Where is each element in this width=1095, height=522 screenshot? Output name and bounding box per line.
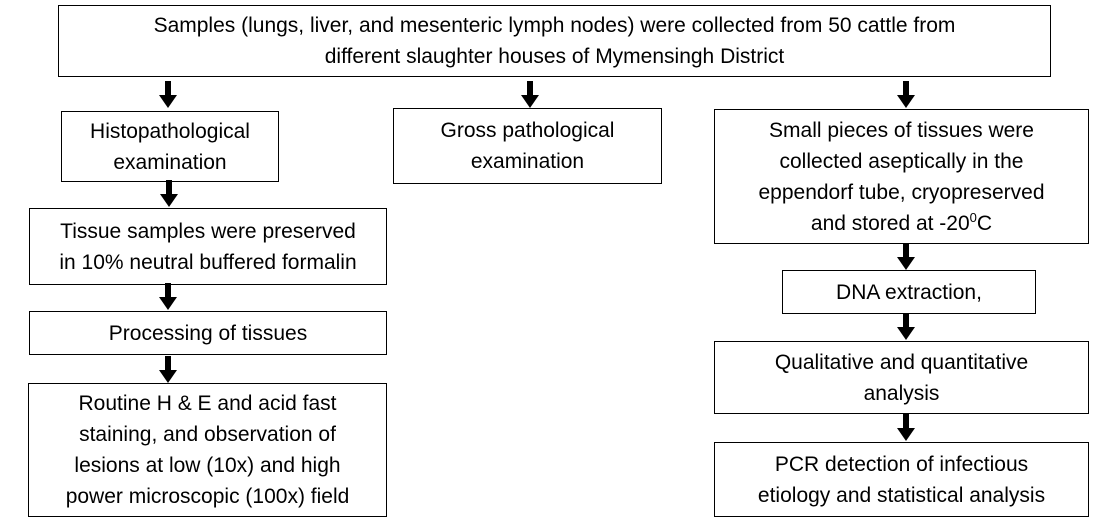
tissue-preserved-box: Tissue samples were preserved in 10% neu…: [29, 208, 387, 285]
pcr-detection-box: PCR detection of infectious etiology and…: [714, 442, 1089, 517]
arrow-down-icon: [896, 243, 916, 271]
arrow-down-icon: [896, 414, 916, 442]
small-pieces-line-1: Small pieces of tissues were: [769, 118, 1034, 142]
gross-pathological-examination-box: Gross pathological examination: [393, 108, 662, 184]
arrow-down-icon: [158, 356, 178, 384]
arrow-down-icon: [158, 81, 178, 109]
pcr-line-2: etiology and statistical analysis: [757, 483, 1046, 507]
arrow-down-icon: [896, 81, 916, 109]
staining-line-3: lesions at low (10x) and high: [74, 454, 341, 477]
arrow-down-icon: [159, 180, 179, 208]
qualitative-quantitative-box: Qualitative and quantitative analysis: [714, 341, 1089, 414]
small-pieces-line-4-text: and stored at -20: [810, 211, 970, 235]
tissue-preserved-line-2: in 10% neutral buffered formalin: [59, 250, 357, 274]
staining-line-4: power microscopic (100x) field: [65, 485, 350, 508]
dna-extraction-line-1: DNA extraction,: [836, 280, 982, 304]
small-pieces-line-4-unit: C: [976, 211, 993, 235]
processing-tissues-line-1: Processing of tissues: [108, 321, 308, 345]
dna-extraction-box: DNA extraction,: [782, 270, 1036, 314]
arrow-down-icon: [896, 313, 916, 341]
top-box-line-2: different slaughter houses of Mymensingh…: [324, 45, 785, 68]
processing-tissues-box: Processing of tissues: [29, 311, 387, 355]
histopathological-line-1: Histopathological: [90, 119, 250, 143]
qualitative-line-2: analysis: [863, 381, 940, 405]
histopathological-line-2: examination: [113, 150, 227, 174]
tissue-preserved-line-1: Tissue samples were preserved: [60, 219, 356, 243]
gross-line-2: examination: [470, 150, 585, 173]
top-box-line-1: Samples (lungs, liver, and mesenteric ly…: [153, 14, 956, 37]
staining-line-2: staining, and observation of: [79, 423, 336, 446]
degree-superscript: 0: [969, 209, 977, 225]
pcr-line-1: PCR detection of infectious: [774, 452, 1029, 476]
gross-line-1: Gross pathological: [440, 119, 615, 142]
small-pieces-line-4: and stored at -200C: [758, 208, 1044, 239]
top-box-samples-collected: Samples (lungs, liver, and mesenteric ly…: [58, 5, 1051, 77]
qualitative-line-1: Qualitative and quantitative: [774, 350, 1029, 374]
arrow-down-icon: [520, 81, 540, 109]
staining-line-1: Routine H & E and acid fast: [78, 392, 337, 415]
small-pieces-tissues-box: Small pieces of tissues were collected a…: [714, 109, 1089, 244]
staining-observation-box: Routine H & E and acid fast staining, an…: [28, 383, 387, 517]
histopathological-examination-box: Histopathological examination: [61, 111, 279, 182]
small-pieces-line-2: collected aseptically in the: [779, 149, 1024, 173]
arrow-down-icon: [158, 283, 178, 311]
small-pieces-line-3: eppendorf tube, cryopreserved: [758, 180, 1045, 204]
